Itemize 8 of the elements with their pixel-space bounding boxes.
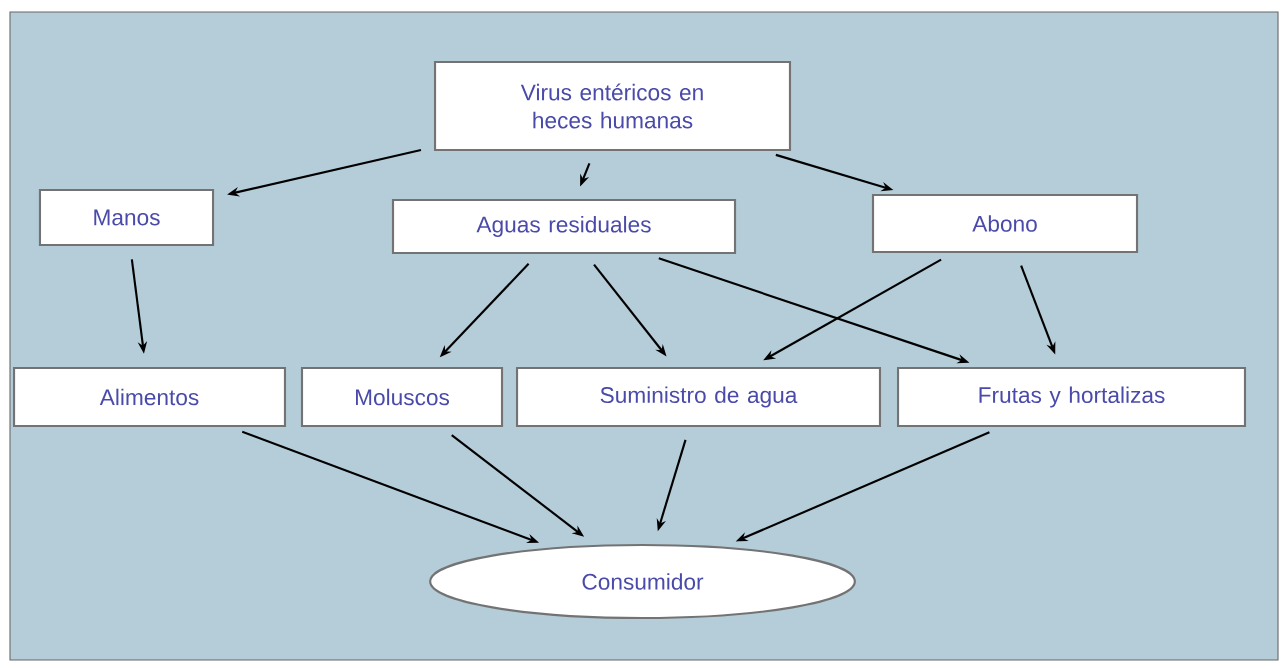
process-box: Abono <box>871 193 1139 254</box>
process-box: Manos <box>38 188 215 247</box>
process-box: Frutas y hortalizas <box>896 366 1247 428</box>
process-box: Suministro de agua <box>515 366 882 428</box>
process-box: Moluscos <box>300 366 504 428</box>
process-box: Virus entéricos en heces humanas <box>433 60 792 152</box>
process-box: Alimentos <box>12 366 287 428</box>
process-box: Aguas residuales <box>391 198 737 255</box>
